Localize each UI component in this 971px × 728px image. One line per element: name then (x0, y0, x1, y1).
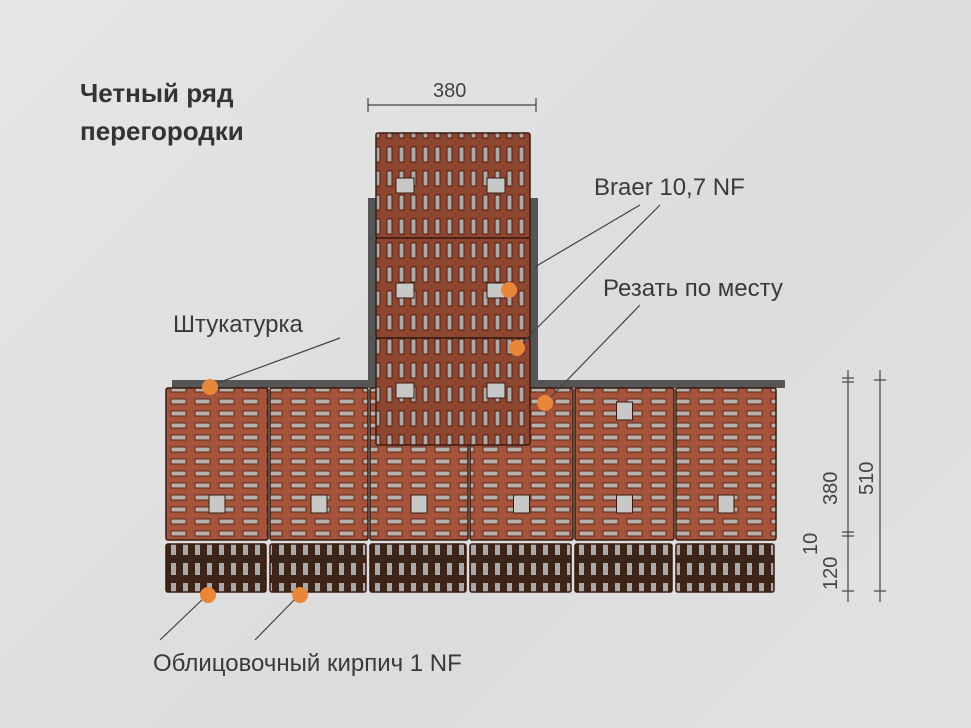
marker-dot (509, 340, 525, 356)
grip-void (208, 494, 226, 514)
grip-void (513, 494, 530, 514)
dimension-380: 380 (820, 471, 842, 505)
grip-void (616, 494, 633, 514)
facing-bricks-row (165, 543, 775, 593)
braer-block (269, 387, 369, 541)
title-line-1: Четный ряд (80, 78, 234, 108)
marker-dot (202, 379, 218, 395)
marker-dots (200, 282, 553, 603)
marker-dot (200, 587, 216, 603)
facing-brick (469, 543, 572, 593)
grip-void (717, 494, 735, 514)
grip-void (395, 282, 415, 299)
grip-void (486, 177, 506, 194)
label-cut: Резать по месту (603, 275, 783, 302)
marker-dot (537, 395, 553, 411)
facing-brick (165, 543, 267, 593)
leader-lines (159, 98, 886, 641)
facing-brick (574, 543, 673, 593)
label-braer: Braer 10,7 NF (594, 174, 745, 201)
grip-void (410, 494, 428, 514)
dimension-510: 510 (856, 461, 878, 495)
grip-void (310, 494, 328, 514)
grip-void (395, 177, 415, 194)
grip-void (616, 401, 633, 421)
marker-dot (292, 587, 308, 603)
braer-block (165, 387, 269, 541)
braer-blocks-column (375, 132, 531, 446)
braer-block (675, 387, 777, 541)
facing-brick (369, 543, 467, 593)
facing-brick (269, 543, 367, 593)
title-line-2: перегородки (80, 116, 244, 146)
label-facing: Облицовочный кирпич 1 NF (153, 650, 462, 677)
dimension-top: 380 (433, 80, 467, 102)
grip-void (395, 382, 415, 399)
dimension-10: 10 (800, 532, 822, 555)
marker-dot (501, 282, 517, 298)
diagram-title: Четный ряд перегородки (80, 74, 244, 150)
grip-void (486, 382, 506, 399)
label-plaster: Штукатурка (173, 311, 303, 338)
facing-brick (675, 543, 775, 593)
dimension-120: 120 (820, 556, 842, 590)
plaster-layer (172, 198, 785, 388)
braer-block (375, 337, 531, 446)
braer-block (574, 387, 675, 541)
